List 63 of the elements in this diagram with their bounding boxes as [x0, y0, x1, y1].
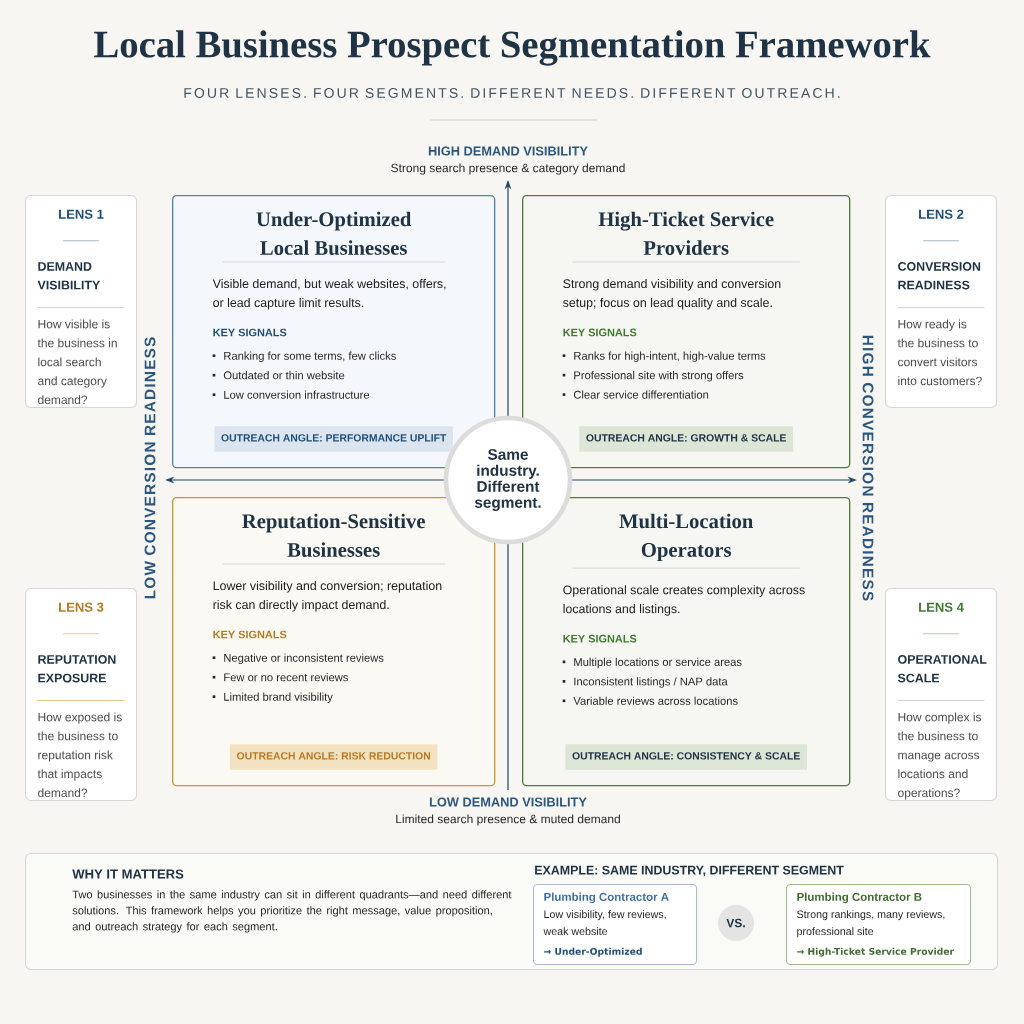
lens-number: LENS 1: [59, 209, 104, 219]
example-card: [533, 884, 698, 966]
bullet-item: Variable reviews across locations: [562, 696, 738, 705]
card-title: Plumbing Contractor A: [544, 892, 669, 904]
result-text: → High-Ticket Service Provider: [797, 947, 955, 957]
lens-number: LENS 3: [59, 602, 104, 612]
card-title: Plumbing Contractor B: [797, 892, 922, 904]
bullet-item: Low conversion infrastructure: [212, 390, 370, 399]
bullet-item: Clear service differentiation: [562, 390, 709, 399]
bullet-item: Negative or inconsistent reviews: [212, 653, 384, 665]
result-text: → Under-Optimized: [544, 947, 642, 957]
title: Local Business Prospect Segmentation Framework: [94, 30, 931, 66]
outreach-badge: OUTREACH ANGLE: CONSISTENCY & SCALE: [565, 744, 807, 770]
outreach-badge: OUTREACH ANGLE: RISK REDUCTION: [229, 744, 438, 770]
lens-card: [885, 588, 998, 802]
outreach-badge: OUTREACH ANGLE: GROWTH & SCALE: [579, 426, 794, 452]
description: Visible demand, but weak websites, offers, or lead capture limit results.: [212, 279, 446, 310]
card-text: Strong rankings, many reviews, professional site: [797, 910, 945, 938]
bullet-item: Multiple locations or service areas: [562, 657, 742, 669]
panel-heading: EXAMPLE: SAME INDUSTRY, DIFFERENT SEGMENT: [535, 865, 844, 877]
axis-caption: Strong search presence & category demand: [391, 163, 625, 175]
card-text: Low visibility, few reviews, weak website: [543, 910, 666, 936]
lens-number: LENS 4: [919, 602, 964, 612]
lens-question: How complex is the business to manage across locations and operations?: [897, 712, 982, 800]
lens-card: [25, 588, 138, 802]
outreach-badge: OUTREACH ANGLE: PERFORMANCE UPLIFT: [214, 426, 453, 452]
axis-label: LOW DEMAND VISIBILITY: [429, 797, 587, 807]
description: Operational scale creates complexity across locations and listings.: [563, 585, 805, 616]
lens-number: LENS 2: [919, 209, 964, 219]
bullet-item: Ranking for some terms, few clicks: [212, 351, 396, 363]
section-heading: KEY SIGNALS: [213, 630, 287, 639]
quadrant-title: High-Ticket Service Providers: [598, 211, 774, 255]
section-heading: KEY SIGNALS: [213, 328, 287, 337]
axis-caption: Limited search presence & muted demand: [396, 814, 620, 826]
description: Lower visibility and conversion; reputation risk can directly impact demand.: [213, 581, 442, 612]
subtitle: FOUR LENSES. FOUR SEGMENTS. DIFFERENT NEEDS. DIFFERENT OUTREACH.: [184, 88, 840, 98]
lens-question: How ready is the business to convert visitors into customers?: [897, 319, 982, 386]
bullet-item: Ranks for high-intent, high-value terms: [562, 351, 766, 362]
paragraph: Two businesses in the same industry can sit in different quadrants—and need different solutions. This framework helps you prioritize the right message, value proposition, and outreach strategy for each segment.: [72, 890, 512, 933]
quadrant-title: Reputation-Sensitive Businesses: [242, 513, 425, 557]
lens-heading: DEMAND VISIBILITY: [37, 262, 101, 290]
lens-card: [25, 195, 138, 409]
section-heading: KEY SIGNALS: [563, 634, 637, 643]
quadrant-title: Under-Optimized Local Businesses: [256, 211, 412, 255]
bullet-item: Outdated or thin website: [212, 371, 345, 380]
section-heading: KEY SIGNALS: [563, 328, 637, 337]
example-card: [786, 884, 972, 966]
lens-card: [885, 195, 998, 409]
lens-heading: REPUTATION EXPOSURE: [38, 655, 116, 683]
bullet-item: Limited brand visibility: [212, 692, 333, 703]
axis-label: HIGH DEMAND VISIBILITY: [428, 146, 588, 156]
lens-question: How exposed is the business to reputation risk that impacts demand?: [37, 712, 122, 798]
axis-label: LOW CONVERSION READINESS: [144, 337, 156, 599]
quadrant-title: Multi-Location Operators: [619, 513, 754, 562]
lens-heading: CONVERSION READINESS: [898, 262, 981, 290]
description: Strong demand visibility and conversion setup; focus on lead quality and scale.: [563, 278, 781, 310]
panel-heading: WHY IT MATTERS: [72, 869, 184, 879]
lens-question: How visible is the business in local search and category demand?: [37, 319, 117, 405]
lens-heading: OPERATIONAL SCALE: [897, 655, 987, 683]
bullet-item: Professional site with strong offers: [562, 371, 744, 382]
axis-label: HIGH CONVERSION READINESS: [862, 335, 874, 601]
bullet-item: Inconsistent listings / NAP data: [562, 677, 728, 688]
bullet-item: Few or no recent reviews: [212, 673, 349, 682]
